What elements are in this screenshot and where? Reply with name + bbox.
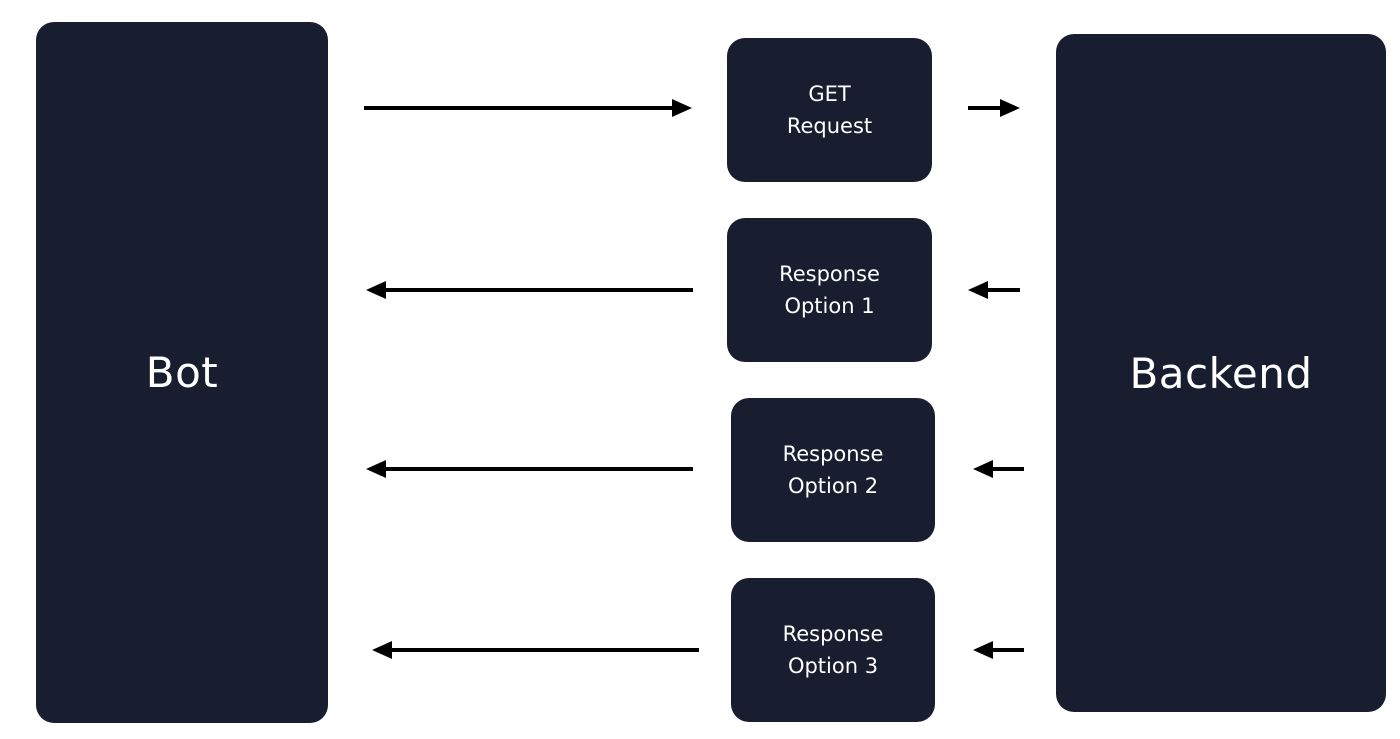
backend-node: Backend bbox=[1056, 34, 1386, 712]
arrow-backend-to-response-2 bbox=[973, 460, 1024, 478]
response-option-2-box: Response Option 2 bbox=[731, 398, 935, 542]
arrow-response-3-to-bot bbox=[372, 641, 699, 659]
arrow-response-2-to-bot bbox=[366, 460, 693, 478]
get-request-line2: Request bbox=[786, 114, 873, 138]
response-option-1-line1: Response bbox=[779, 262, 880, 286]
response-option-2-line2: Option 2 bbox=[787, 474, 879, 498]
arrow-backend-to-response-1 bbox=[968, 281, 1020, 299]
get-request-box: GET Request bbox=[727, 38, 932, 182]
response-option-3-line2: Option 3 bbox=[787, 654, 879, 678]
response-option-2-line1: Response bbox=[782, 442, 884, 466]
bot-label: Bot bbox=[145, 348, 219, 397]
response-option-1-box: Response Option 1 bbox=[727, 218, 932, 362]
arrow-get-request-to-backend bbox=[968, 99, 1020, 117]
backend-label: Backend bbox=[1129, 348, 1313, 398]
arrow-bot-to-get-request bbox=[364, 99, 692, 117]
arrow-backend-to-response-3 bbox=[973, 641, 1024, 659]
arrow-response-1-to-bot bbox=[366, 281, 693, 299]
bot-node: Bot bbox=[36, 22, 328, 723]
response-option-3-box: Response Option 3 bbox=[731, 578, 935, 722]
response-option-1-line2: Option 1 bbox=[784, 294, 875, 318]
get-request-line1: GET bbox=[808, 82, 851, 106]
response-option-3-line1: Response bbox=[782, 622, 884, 646]
